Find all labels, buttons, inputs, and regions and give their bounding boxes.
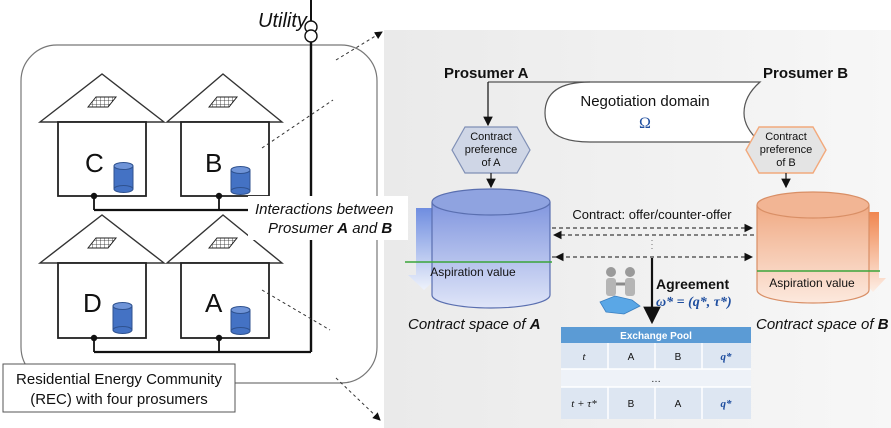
contract-space-b-cylinder xyxy=(756,191,870,304)
aspiration-label-b: Aspiration value xyxy=(769,276,855,290)
pref-b-line-3: of B xyxy=(776,157,796,169)
contract-preference-b-hexagon xyxy=(745,126,827,174)
solar-panel-icon xyxy=(86,96,118,108)
pref-a-line-2: preference xyxy=(465,144,518,156)
house-d-label: D xyxy=(83,288,102,318)
pool-cell: q* xyxy=(721,398,733,410)
downward-arrow-b xyxy=(860,212,886,292)
prosumer-b-title: Prosumer B xyxy=(763,65,848,82)
battery-icon xyxy=(230,306,251,335)
battery-icon xyxy=(230,166,251,195)
pref-b-line-1: Contract xyxy=(765,131,807,143)
agreement-label: Agreement xyxy=(656,276,729,292)
house-c-label: C xyxy=(85,148,104,178)
pref-a-line-1: Contract xyxy=(470,131,512,143)
solar-panel-icon xyxy=(86,237,118,249)
pool-cell: t + τ* xyxy=(571,398,597,410)
rec-caption-line-1: Residential Energy Community xyxy=(16,371,222,388)
contract-offer-label: Contract: offer/counter-offer xyxy=(572,207,732,222)
house-b-link xyxy=(261,99,334,149)
battery-icon xyxy=(113,162,134,193)
contract-preference-a-hexagon xyxy=(451,126,531,174)
zoom-line-bottom xyxy=(335,377,381,421)
aspiration-label-a: Aspiration value xyxy=(430,265,516,279)
house-a-link xyxy=(261,289,331,331)
handshake-puzzle-icon xyxy=(599,267,641,315)
interactions-line-2: Prosumer A and B xyxy=(268,220,392,237)
battery-icon xyxy=(112,302,133,334)
agreement-formula: ω* = (q*, τ*) xyxy=(656,295,732,310)
negotiation-domain-shape xyxy=(544,81,762,143)
rec-caption-box xyxy=(2,363,236,413)
interactions-line-1: Interactions between xyxy=(255,201,393,218)
prosumer-a-title: Prosumer A xyxy=(444,65,529,82)
rec-caption-line-2: (REC) with four prosumers xyxy=(30,391,208,408)
pool-cell: A xyxy=(675,399,682,410)
pref-b-line-2: preference xyxy=(760,144,813,156)
solar-panel-icon xyxy=(207,96,239,108)
interactions-label-background xyxy=(248,196,408,240)
pool-cell: t xyxy=(582,351,586,363)
contract-space-a-label: Contract space of A xyxy=(408,316,541,333)
pool-cell: B xyxy=(628,399,635,410)
contract-space-b-label: Contract space of B xyxy=(756,316,889,333)
house-a-label: A xyxy=(205,288,223,318)
exchange-pool-table: Exchange Pool t A B q* … t + τ* B A q* xyxy=(561,327,751,419)
pool-cell: B xyxy=(675,352,682,363)
pool-cell: q* xyxy=(721,351,733,363)
solar-panel-icon xyxy=(207,237,239,249)
negotiation-domain-symbol: Ω xyxy=(639,115,651,132)
utility-label: Utility xyxy=(258,10,308,32)
zoom-line-top xyxy=(335,31,383,61)
pref-a-line-3: of A xyxy=(482,157,502,169)
house-b-label: B xyxy=(205,148,222,178)
exchange-pool-title: Exchange Pool xyxy=(620,331,692,342)
lower-bus xyxy=(90,334,311,354)
pool-cell: … xyxy=(651,374,661,385)
contract-space-a-cylinder xyxy=(431,188,551,309)
pool-cell: A xyxy=(628,352,635,363)
negotiation-domain-label: Negotiation domain xyxy=(580,93,709,110)
